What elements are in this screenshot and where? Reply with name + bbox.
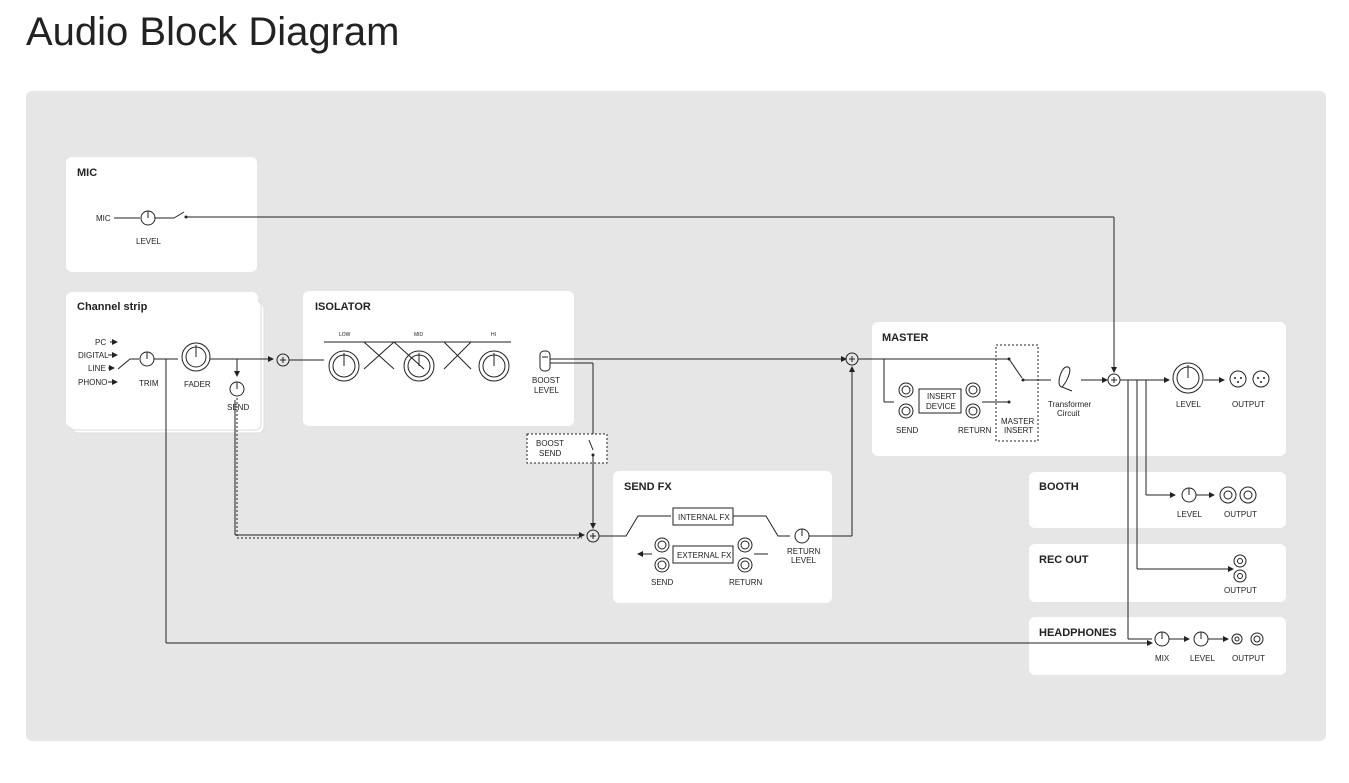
channel-strip-title: Channel strip (77, 301, 148, 313)
boost-send-label-1: BOOST (536, 439, 564, 448)
trim-label: TRIM (139, 379, 159, 388)
transformer-label-2: Circuit (1057, 409, 1080, 418)
booth-title: BOOTH (1039, 481, 1079, 493)
fx-return-jack-2[interactable] (737, 557, 753, 573)
insert-device-label-1: INSERT (927, 392, 956, 401)
isolator-low-label: LOW (339, 332, 351, 338)
send-label: SEND (227, 403, 249, 412)
headphones-output-label: OUTPUT (1232, 654, 1265, 663)
internal-fx-label: INTERNAL FX (678, 513, 730, 522)
rec-out-panel (1029, 544, 1286, 602)
master-level-label: LEVEL (1176, 400, 1201, 409)
fx-send-jack-1[interactable] (654, 537, 670, 553)
return-level-label-2: LEVEL (791, 556, 816, 565)
master-output-label: OUTPUT (1232, 400, 1265, 409)
headphones-level-label: LEVEL (1190, 654, 1215, 663)
mic-panel (66, 157, 257, 272)
master-panel (872, 322, 1286, 456)
boost-level-switch[interactable] (539, 350, 551, 372)
rec-out-title: REC OUT (1039, 554, 1089, 566)
isolator-hi-knob[interactable] (478, 350, 510, 382)
send-fx-panel (613, 471, 832, 603)
external-fx-box (672, 545, 734, 564)
mic-input-label: MIC (96, 214, 111, 223)
input-pc-label: PC (95, 338, 106, 347)
isolator-panel (303, 291, 574, 426)
isolator-low-knob[interactable] (328, 350, 360, 382)
headphones-panel (1029, 617, 1286, 675)
master-insert-box (995, 344, 1039, 442)
master-output-xlr-2[interactable] (1252, 370, 1270, 388)
booth-panel (1029, 472, 1286, 528)
fx-return-label: RETURN (729, 578, 763, 587)
booth-output-jack-1[interactable] (1219, 486, 1237, 504)
master-return-jack-2[interactable] (965, 403, 981, 419)
boost-send-label-2: SEND (539, 449, 561, 458)
transformer-label-1: Transformer (1048, 400, 1092, 409)
external-fx-label: EXTERNAL FX (677, 551, 732, 560)
master-level-knob[interactable] (1172, 362, 1204, 394)
master-insert-label-2: INSERT (1004, 426, 1033, 435)
boost-send-box (526, 433, 608, 464)
insert-device-label-2: DEVICE (926, 402, 956, 411)
master-insert-label-1: MASTER (1001, 417, 1035, 426)
block-diagram: MIC Channel strip ISOLATOR SEND FX MASTE… (26, 91, 1326, 741)
headphones-jack-large[interactable] (1250, 632, 1264, 646)
isolator-hi-label: HI (491, 332, 496, 338)
send-fx-title: SEND FX (624, 481, 672, 493)
rec-out-jack-1[interactable] (1233, 554, 1247, 568)
master-output-xlr-1[interactable] (1229, 370, 1247, 388)
master-return-jack-1[interactable] (965, 382, 981, 398)
headphones-title: HEADPHONES (1039, 627, 1117, 639)
master-return-label: RETURN (958, 426, 992, 435)
diagram-svg: MIC Channel strip ISOLATOR SEND FX MASTE… (66, 157, 1286, 675)
master-send-label: SEND (896, 426, 918, 435)
isolator-mid-knob[interactable] (403, 350, 435, 382)
fader-label: FADER (184, 380, 211, 389)
master-send-jack-1[interactable] (898, 382, 914, 398)
boost-level-label-1: BOOST (532, 376, 560, 385)
insert-device-box (918, 388, 962, 414)
fader-knob[interactable] (181, 342, 211, 372)
mic-level-label: LEVEL (136, 237, 161, 246)
mic-title: MIC (77, 167, 97, 179)
isolator-title: ISOLATOR (315, 301, 371, 313)
booth-level-label: LEVEL (1177, 510, 1202, 519)
rec-out-jack-2[interactable] (1233, 569, 1247, 583)
headphones-jack-small[interactable] (1231, 633, 1243, 645)
fx-return-jack-1[interactable] (737, 537, 753, 553)
booth-output-label: OUTPUT (1224, 510, 1257, 519)
boost-level-label-2: LEVEL (534, 386, 559, 395)
master-title: MASTER (882, 332, 929, 344)
fx-send-label: SEND (651, 578, 673, 587)
booth-output-jack-2[interactable] (1239, 486, 1257, 504)
return-level-label-1: RETURN (787, 547, 821, 556)
isolator-mid-label: MID (414, 332, 424, 338)
rec-out-output-label: OUTPUT (1224, 586, 1257, 595)
master-send-jack-2[interactable] (898, 403, 914, 419)
transformer-icon (1058, 366, 1073, 392)
input-digital-label: DIGITAL (78, 351, 109, 360)
input-phono-label: PHONO (78, 378, 107, 387)
headphones-mix-label: MIX (1155, 654, 1170, 663)
fx-send-jack-2[interactable] (654, 557, 670, 573)
input-line-label: LINE (88, 364, 106, 373)
page-title: Audio Block Diagram (26, 10, 400, 54)
